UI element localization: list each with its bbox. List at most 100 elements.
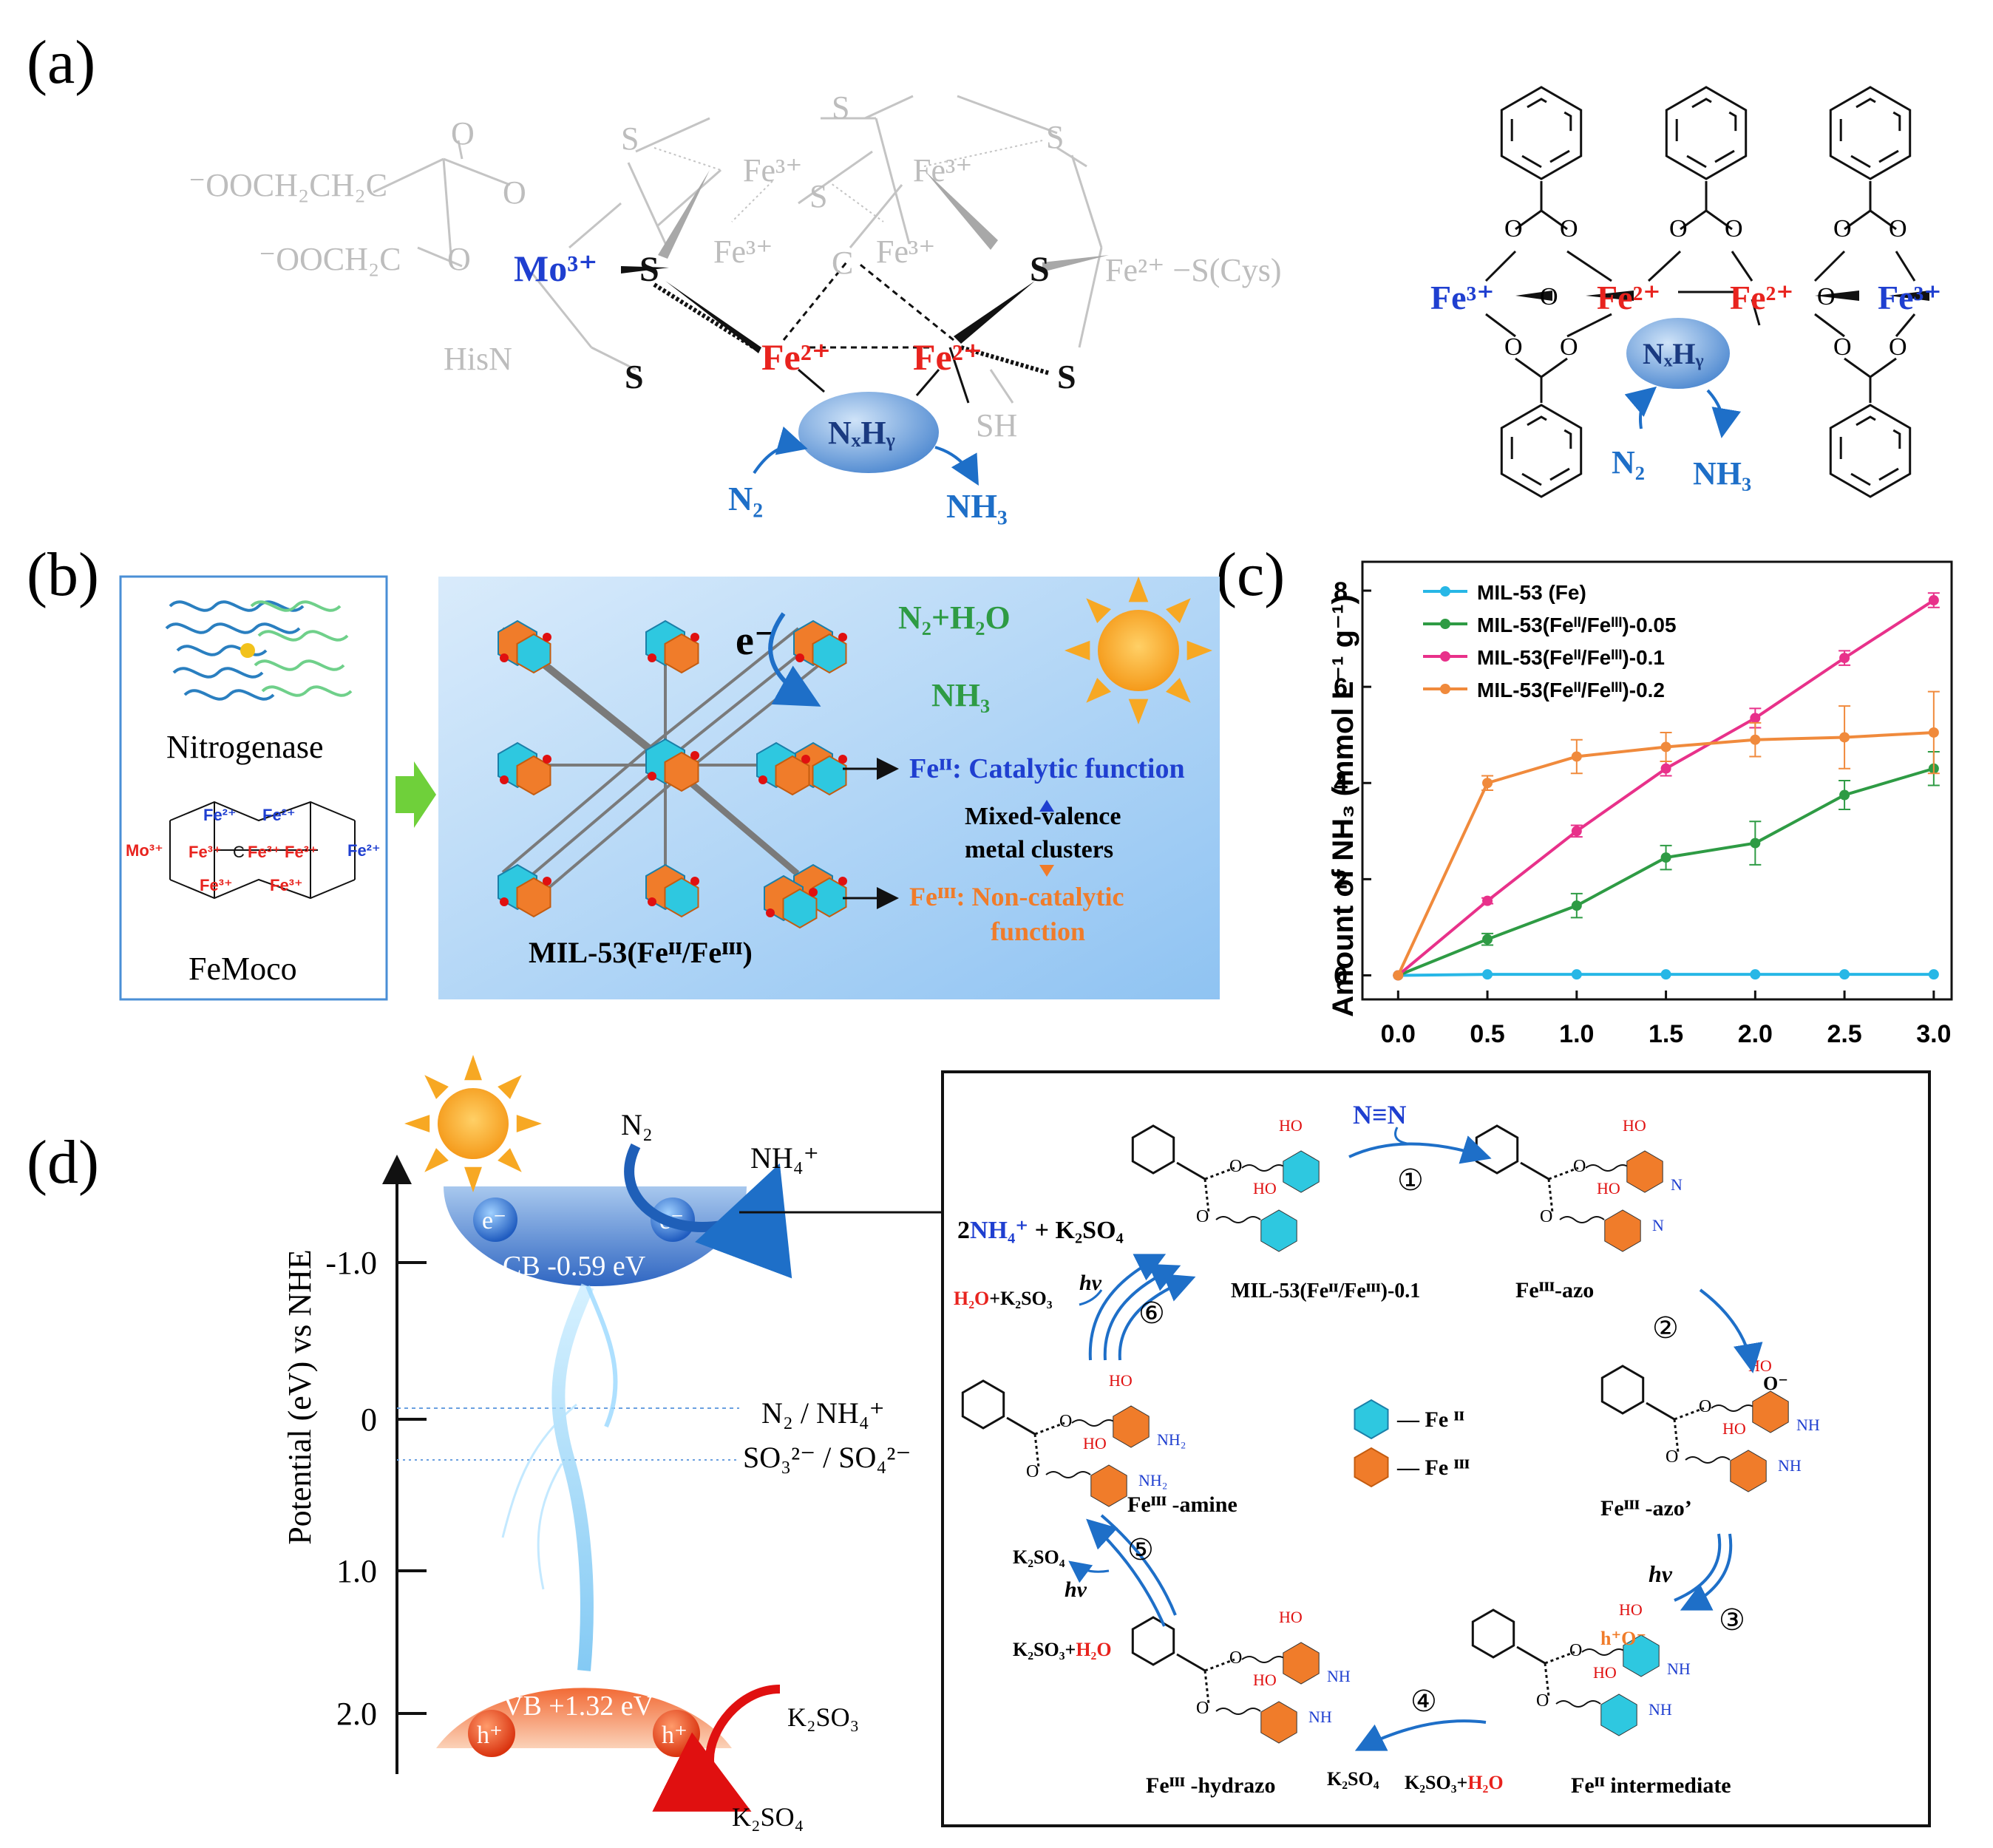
electron-1-icon bbox=[473, 1198, 517, 1242]
nitrogenase-box bbox=[119, 575, 388, 1001]
oxygen-dot bbox=[500, 653, 509, 662]
sun-ray bbox=[1128, 577, 1149, 602]
oxygen-dot bbox=[758, 775, 767, 784]
o-label: O bbox=[1889, 215, 1907, 242]
o-label: O bbox=[1504, 333, 1523, 361]
nh4-label-d: NH₄⁺ bbox=[750, 1141, 819, 1175]
nh3-left: NH₃ bbox=[946, 487, 1008, 525]
sulfur-midleft: S bbox=[639, 250, 659, 289]
data-point bbox=[1571, 969, 1582, 980]
o-label: O bbox=[1560, 333, 1578, 361]
ho-group: HO bbox=[1083, 1434, 1107, 1453]
k2so3-h2o-4: K₂SO₃+H₂O bbox=[1405, 1772, 1504, 1793]
nh3-right: NH₃ bbox=[1693, 455, 1751, 492]
o-atom: O bbox=[1229, 1648, 1242, 1668]
sun-ray bbox=[1166, 678, 1191, 703]
so3-so4-label: SO₃²⁻ / SO₄²⁻ bbox=[743, 1441, 911, 1474]
o-atom: O bbox=[1196, 1207, 1209, 1226]
o-label: O bbox=[1833, 333, 1852, 361]
y-axis-title: Amount of NH₃ (mmol L⁻¹ g⁻¹) bbox=[1327, 594, 1359, 1017]
data-point bbox=[1393, 970, 1404, 981]
step-5: ⑤ bbox=[1127, 1533, 1154, 1566]
octahedron-node bbox=[664, 633, 699, 674]
x-tick-label: 2.0 bbox=[1738, 1020, 1773, 1048]
oxygen-dot bbox=[690, 751, 699, 760]
ho-group: HO bbox=[1279, 1116, 1303, 1135]
femoco-label: FeMoco bbox=[189, 951, 297, 987]
oxygen-dot bbox=[543, 755, 551, 764]
femoco-fe2: Fe²⁺ bbox=[203, 806, 237, 824]
chart-frame bbox=[1361, 560, 1953, 1001]
oxygen-dot bbox=[500, 897, 509, 906]
ho-group: HO bbox=[1722, 1419, 1746, 1438]
sun-ray bbox=[424, 1075, 449, 1099]
nitrogen-group: NH bbox=[1649, 1700, 1672, 1719]
o-label: O bbox=[1669, 215, 1688, 242]
oxygen-dot bbox=[766, 908, 775, 917]
o-label: O bbox=[1833, 215, 1852, 242]
benzene-ring bbox=[1829, 86, 1912, 180]
fe-node-icon bbox=[1752, 1390, 1789, 1433]
oxygen-dot bbox=[500, 775, 509, 784]
hole-2-label: h⁺ bbox=[662, 1722, 687, 1749]
o-atom: O bbox=[1026, 1462, 1039, 1481]
data-point bbox=[1482, 934, 1493, 945]
n2-left: N₂ bbox=[728, 480, 763, 517]
octahedron-node bbox=[812, 633, 847, 674]
benzene-ring bbox=[1500, 86, 1583, 180]
data-point bbox=[1660, 763, 1671, 774]
sun-ray bbox=[464, 1166, 482, 1192]
mechanism-box bbox=[941, 1070, 1931, 1827]
octahedron-node bbox=[782, 888, 818, 929]
benzene-ring bbox=[1829, 404, 1912, 498]
legend-marker bbox=[1440, 684, 1450, 694]
hole-1-icon bbox=[468, 1710, 515, 1757]
phenyl-ring bbox=[1600, 1365, 1645, 1415]
fe-node-icon bbox=[1090, 1464, 1127, 1507]
carboxylate-2: ⁻OOCH₂C bbox=[259, 241, 401, 277]
oxygen-dot bbox=[648, 653, 656, 662]
octahedron-node bbox=[516, 755, 551, 796]
oxide-anion: O⁻ bbox=[1763, 1373, 1788, 1394]
legend-label: MIL-53(Feᴵᴵ/Feᴵᴵᴵ)-0.1 bbox=[1477, 646, 1665, 669]
k2so3-h2o-5: K₂SO₃+H₂O bbox=[1013, 1639, 1112, 1660]
legend-marker bbox=[1440, 619, 1450, 629]
ho-group: HO bbox=[1623, 1116, 1646, 1135]
fe3-d: Fe³⁺ bbox=[876, 234, 935, 270]
fe-node-icon bbox=[1604, 1209, 1641, 1252]
k2so3-oxidation-arrow bbox=[652, 1685, 781, 1812]
octahedron-node bbox=[664, 751, 699, 792]
mof-framework-icon bbox=[498, 619, 847, 929]
ho-group: HO bbox=[1279, 1608, 1303, 1626]
benzene-inner bbox=[1839, 415, 1901, 486]
electron-1-label: e⁻ bbox=[482, 1207, 506, 1234]
oxygen-dot bbox=[690, 633, 699, 642]
oxygen-dot bbox=[795, 653, 804, 662]
panel-label-c: (c) bbox=[1216, 540, 1285, 609]
data-point bbox=[1839, 732, 1850, 743]
benzene-ring bbox=[1665, 86, 1748, 180]
fe2-right-cluster: Fe²⁺ bbox=[1730, 279, 1794, 316]
fe3-c: Fe³⁺ bbox=[713, 234, 773, 270]
oxygen-right: O bbox=[503, 174, 526, 211]
oxygen-dot bbox=[543, 877, 551, 886]
nitrogen-group: NH₂ bbox=[1157, 1430, 1186, 1449]
data-point bbox=[1750, 838, 1761, 849]
h2o-k2so3-6: H₂O+K₂SO₃ bbox=[954, 1288, 1053, 1309]
x-tick-label: 3.0 bbox=[1916, 1020, 1951, 1048]
sulfur-center: S bbox=[809, 178, 827, 214]
o-atom: O bbox=[1540, 1207, 1552, 1226]
data-point bbox=[1571, 751, 1582, 762]
fe2-function-label: Feᴵᴵ: Catalytic function bbox=[909, 753, 1185, 784]
sun-ray bbox=[498, 1075, 522, 1099]
potential-tick-label: 2.0 bbox=[336, 1696, 377, 1732]
oxygen-left: O bbox=[447, 241, 471, 277]
fe-node-icon bbox=[1730, 1450, 1767, 1492]
intermediate-label: Feᴵᴵ intermediate bbox=[1571, 1773, 1731, 1798]
right-arrow-icon bbox=[395, 761, 436, 828]
x-tick-label: 1.0 bbox=[1559, 1020, 1594, 1048]
femoco-fe2: Fe²⁺ bbox=[262, 806, 296, 824]
n2-h2o-label: N₂+H₂O bbox=[898, 599, 1011, 636]
data-point bbox=[1482, 895, 1493, 906]
